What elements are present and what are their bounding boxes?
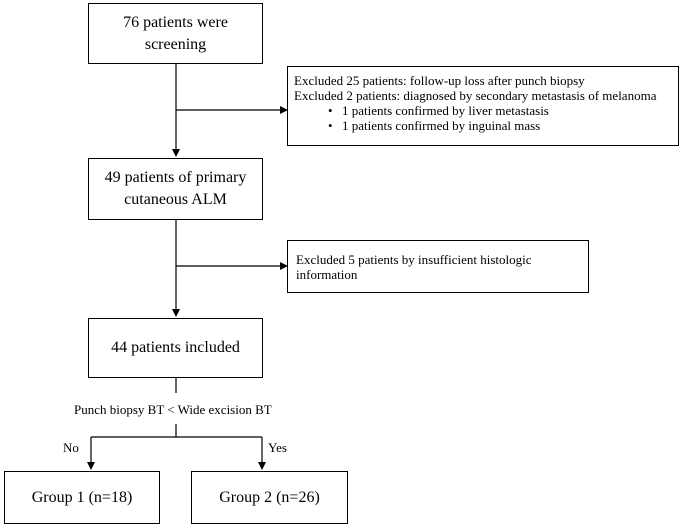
list-item: •1 patients confirmed by liver metastasi… — [328, 103, 549, 118]
screening-text: 76 patients were screening — [123, 13, 228, 53]
primary-box: 49 patients of primary cutaneous ALM — [88, 158, 263, 220]
criterion-label: Punch biopsy BT < Wide excision BT — [74, 402, 272, 417]
branch-no-label: No — [63, 440, 79, 455]
list-item: •1 patients confirmed by inguinal mass — [328, 118, 541, 133]
group2-text: Group 2 (n=26) — [219, 488, 320, 506]
group2-box: Group 2 (n=26) — [191, 471, 348, 524]
included-text: 44 patients included — [111, 339, 240, 356]
excluded-followup-bullets: •1 patients confirmed by liver metastasi… — [294, 103, 672, 133]
group1-box: Group 1 (n=18) — [4, 471, 160, 524]
excluded-followup-box: Excluded 25 patients: follow-up loss aft… — [287, 66, 679, 146]
screening-box: 76 patients were screening — [88, 3, 263, 64]
excluded-histology-text: Excluded 5 patients by insufficient hist… — [296, 251, 532, 282]
excluded-histology-box: Excluded 5 patients by insufficient hist… — [287, 240, 589, 293]
excluded-followup-line1: Excluded 25 patients: follow-up loss aft… — [294, 73, 585, 88]
branch-yes-label: Yes — [268, 440, 287, 455]
group1-text: Group 1 (n=18) — [31, 488, 133, 506]
excluded-followup-line2: Excluded 2 patients: diagnosed by second… — [294, 88, 657, 103]
primary-text: 49 patients of primary cutaneous ALM — [104, 169, 247, 208]
included-box: 44 patients included — [88, 318, 263, 378]
